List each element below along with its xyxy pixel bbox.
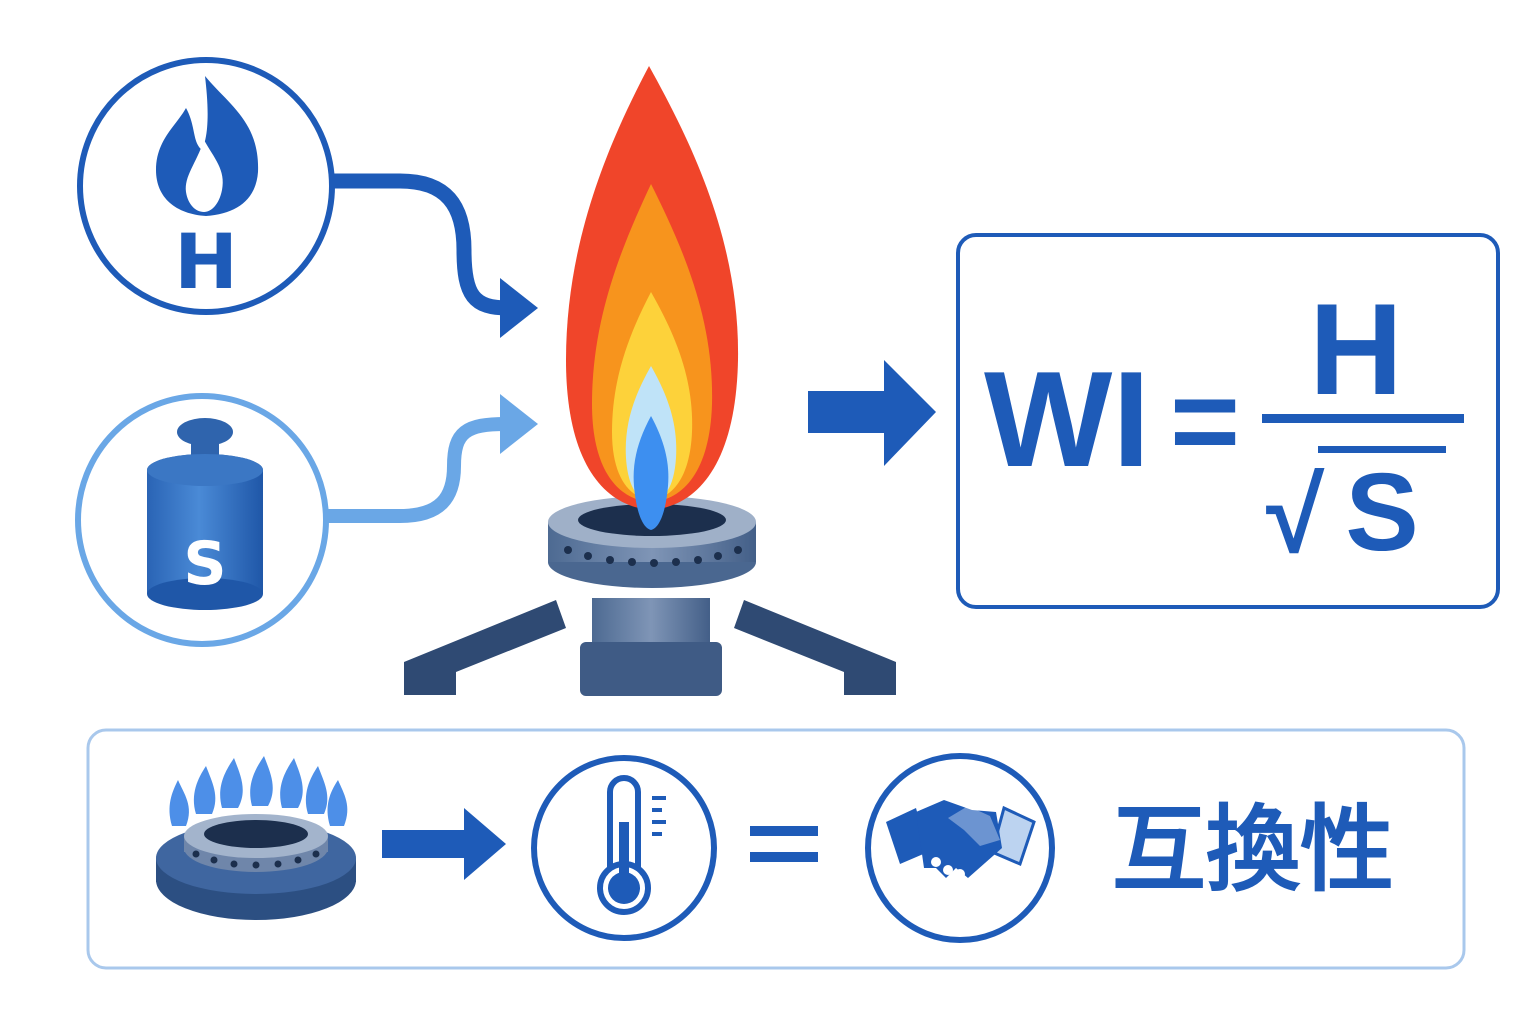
interchangeability-label: 互換性 [1112, 796, 1394, 905]
heat-arrow [334, 173, 538, 338]
specific-gravity-node: S [75, 393, 329, 647]
specific-gravity-letter: S [183, 529, 226, 599]
formula-lhs: WI [984, 343, 1150, 495]
formula-radical: √ [1266, 457, 1325, 575]
flame-icon [156, 76, 259, 216]
formula-numerator: H [1309, 276, 1403, 422]
heating-value-node: H [77, 57, 335, 315]
handshake-icon [865, 753, 1055, 943]
flame-layers [566, 66, 739, 530]
heating-value-letter: H [174, 217, 238, 306]
burner-flame-ring-icon [156, 756, 356, 920]
thermometer-icon [531, 755, 717, 941]
wobbe-formula-box: WI = H √ S [956, 233, 1500, 609]
gravity-arrow [326, 394, 538, 523]
formula-fraction-bar [1262, 414, 1464, 423]
formula-radical-bar [1318, 446, 1446, 453]
gas-burner-icon [404, 496, 896, 696]
weight-icon [147, 418, 263, 610]
equals-sign [750, 826, 818, 862]
result-arrow [808, 360, 936, 466]
formula-denominator: S [1345, 451, 1418, 574]
panel-arrow [382, 808, 506, 880]
formula-equals: = [1170, 354, 1240, 488]
interchangeability-panel: 互換性 [86, 728, 1466, 970]
